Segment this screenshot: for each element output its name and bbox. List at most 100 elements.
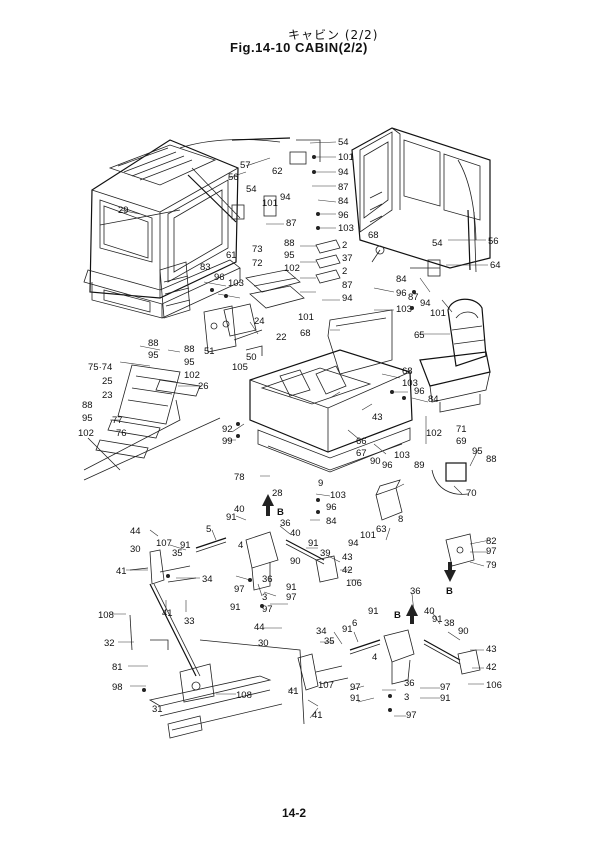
callout: 40: [290, 528, 301, 539]
callout: 96: [214, 272, 225, 283]
rear-panel-left: [83, 364, 221, 481]
callout: 36: [280, 518, 291, 529]
callout: 103: [394, 450, 410, 461]
callout: 67: [356, 448, 367, 459]
callout: 107: [156, 538, 172, 549]
callout: 75·74: [88, 362, 112, 373]
callout: 103: [338, 223, 354, 234]
view-marker-b: B: [277, 507, 284, 518]
callout: 9: [318, 478, 323, 489]
callout: 96: [396, 288, 407, 299]
callout: 103: [402, 378, 418, 389]
callout: 50: [246, 352, 257, 363]
callout: 98: [112, 682, 123, 693]
callout: 103: [330, 490, 346, 501]
callout: 68: [300, 328, 311, 339]
callout: 63: [376, 524, 387, 535]
callout: 29: [118, 205, 129, 216]
callout: 94: [420, 298, 431, 309]
callout: 88: [82, 400, 93, 411]
callout: 107: [318, 680, 334, 691]
callout: 96: [414, 386, 425, 397]
callout: 38: [444, 618, 455, 629]
callout: 81: [112, 662, 123, 673]
callout: 4: [238, 540, 243, 551]
callout: 101: [298, 312, 314, 323]
mount-bracket: [203, 305, 263, 356]
callout: 105: [232, 362, 248, 373]
callout: 87: [286, 218, 297, 229]
cabin-floor-base: [249, 309, 413, 473]
callout: 35: [172, 548, 183, 559]
callout: 3: [404, 692, 409, 703]
callout: 88: [184, 344, 195, 355]
callout: 84: [326, 516, 337, 527]
callout: 32: [104, 638, 115, 649]
callout: 40: [424, 606, 435, 617]
callout: 41: [288, 686, 299, 697]
view-markers: B B B: [262, 494, 456, 624]
callout: 35: [324, 636, 335, 647]
callout: 91: [440, 693, 451, 704]
callout: 94: [342, 293, 353, 304]
callout: 90: [290, 556, 301, 567]
callout: 96: [326, 502, 337, 513]
callout: 88: [148, 338, 159, 349]
callout: 54: [432, 238, 443, 249]
callout: 102: [78, 428, 94, 439]
callout: 97: [350, 682, 361, 693]
callout: 34: [202, 574, 213, 585]
lever-linkage-left: [129, 531, 339, 739]
callout: 92: [222, 424, 233, 435]
callout: 103: [396, 304, 412, 315]
callout: 84: [396, 274, 407, 285]
callout: 54: [246, 184, 257, 195]
callout: 83: [200, 262, 211, 273]
callout: 97: [262, 604, 273, 615]
callout: 96: [338, 210, 349, 221]
callout: 91: [180, 540, 191, 551]
callout: 108: [98, 610, 114, 621]
callout: 37: [342, 253, 353, 264]
wiper-assembly-left: [99, 137, 291, 226]
operator-seat: [419, 298, 491, 413]
callout: 97: [440, 682, 451, 693]
callout: 36: [410, 586, 421, 597]
callout: 95: [184, 357, 195, 368]
callout: 2: [342, 240, 347, 251]
callout: 31: [152, 704, 163, 715]
callout: 97: [406, 710, 417, 721]
callout: 102: [184, 370, 200, 381]
callout: 69: [456, 436, 467, 447]
callout: 23: [102, 390, 113, 401]
callout: 95: [472, 446, 483, 457]
callout: 43: [486, 644, 497, 655]
callout: 94: [338, 167, 349, 178]
callout: 36: [262, 574, 273, 585]
callout: 87: [342, 280, 353, 291]
callout: 91: [286, 582, 297, 593]
callout: 24: [254, 316, 265, 327]
callout: 40: [234, 504, 245, 515]
page-number: 14-2: [282, 806, 307, 820]
callout: 95: [82, 413, 93, 424]
callout: 56: [228, 172, 239, 183]
callout: 42: [486, 662, 497, 673]
leader-lines: [110, 141, 491, 719]
callout: 68: [368, 230, 379, 241]
callout: 36: [404, 678, 415, 689]
callout: 56: [488, 236, 499, 247]
callout: 101: [338, 152, 354, 163]
callout-labels: 54 101 94 87 62 57 56 29 54 94 101 87 84…: [78, 137, 502, 721]
callout: 6: [352, 618, 357, 629]
callout: 91: [230, 602, 241, 613]
callout: 106: [486, 680, 502, 691]
callout: 64: [490, 260, 501, 271]
callout: 41: [116, 566, 127, 577]
heater-unit: [375, 462, 469, 521]
callout: 101: [430, 308, 446, 319]
callout: 41: [162, 608, 173, 619]
callout: 41: [312, 710, 323, 721]
callout: 94: [280, 192, 291, 203]
